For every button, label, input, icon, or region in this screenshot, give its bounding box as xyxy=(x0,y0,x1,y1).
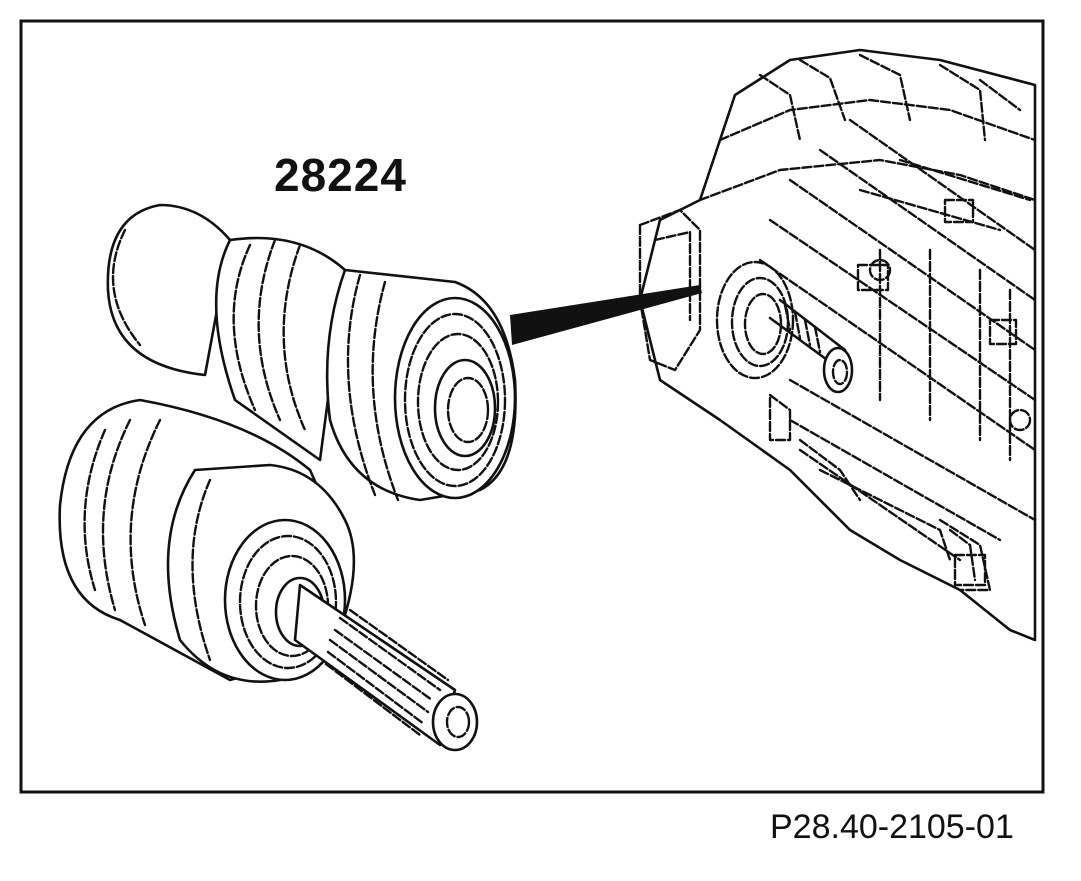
gearbox-housing xyxy=(638,48,1037,642)
special-tool-lower-shaft xyxy=(58,398,479,752)
figure-frame xyxy=(19,19,1045,794)
tool-number-label: 28224 xyxy=(274,149,407,201)
figure-code-caption: P28.40-2105-01 xyxy=(770,808,1014,846)
special-tool-28224 xyxy=(106,203,517,502)
installation-arrow xyxy=(510,285,702,345)
